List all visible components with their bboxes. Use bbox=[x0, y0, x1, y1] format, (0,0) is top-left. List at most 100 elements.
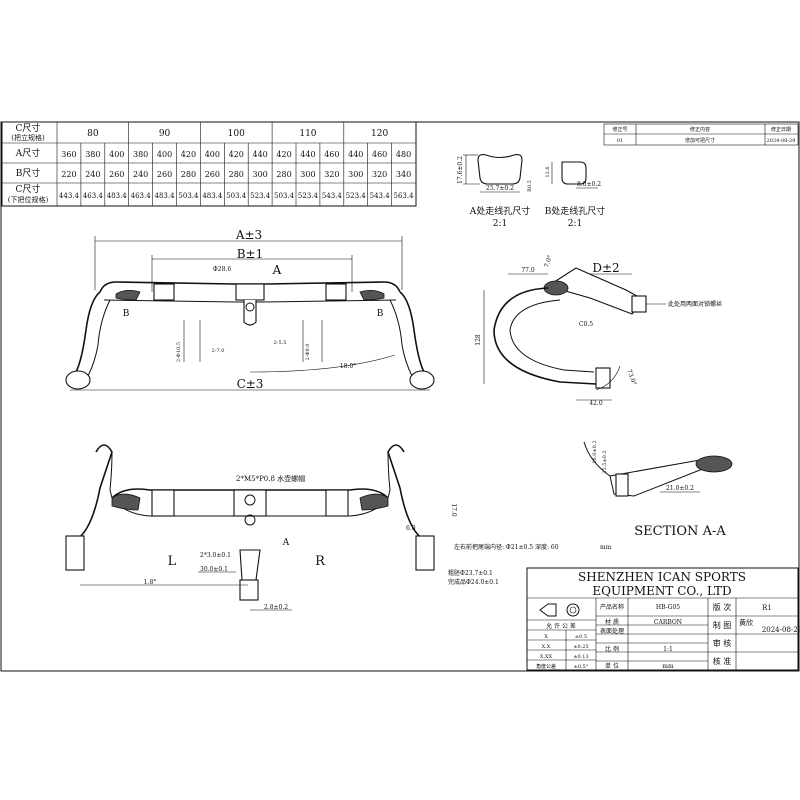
bar-end-left bbox=[65, 370, 91, 390]
label-b-right: B bbox=[377, 309, 384, 319]
c-cell: 503.4 bbox=[274, 192, 295, 200]
section-aa: 16.0±0.2 25.5±0.2 21.0±0.2 SECTION A-A bbox=[583, 440, 733, 539]
b-cell: 300 bbox=[253, 170, 268, 179]
row-label-b: B尺寸 bbox=[16, 167, 41, 179]
side-d: D±2 bbox=[592, 261, 619, 275]
approve-label: 核 准 bbox=[713, 656, 732, 666]
rev-header-date: 修正日期 bbox=[771, 126, 791, 133]
a-cell: 360 bbox=[61, 150, 76, 159]
row-label-c: C尺寸 bbox=[16, 122, 41, 134]
material: CARBON bbox=[654, 619, 682, 626]
surface-label: 表面处理 bbox=[600, 627, 624, 635]
c-cell: 503.4 bbox=[178, 192, 199, 200]
tol-label: X.XX bbox=[540, 654, 553, 660]
unit: mm bbox=[662, 663, 674, 670]
front-label-l: L bbox=[168, 554, 177, 569]
dim-v4: 2-Φ9.0 bbox=[305, 344, 311, 361]
b-cell: 300 bbox=[300, 170, 315, 179]
b-cell: 280 bbox=[229, 170, 244, 179]
projection-circle-icon bbox=[566, 603, 580, 617]
projection-cone-icon bbox=[539, 603, 557, 617]
hole-detail-b: 12.6 8.0±0.2 B处走线孔尺寸 2:1 bbox=[545, 161, 605, 229]
a-cell: 400 bbox=[109, 150, 124, 159]
side-angle3: 73.0° bbox=[625, 369, 637, 387]
side-note: 此处用两面对锁螺丝 bbox=[668, 300, 722, 308]
version-label: 版 次 bbox=[713, 602, 732, 612]
unit-label: 单 位 bbox=[605, 662, 619, 670]
a-cell: 420 bbox=[229, 150, 244, 159]
product-name-label: 产品名称 bbox=[600, 603, 624, 611]
clamp-dia: Φ28.6 bbox=[213, 266, 231, 273]
tol-value: ±0.5° bbox=[574, 664, 589, 670]
c-cell: 463.4 bbox=[131, 192, 152, 200]
hole-b-shape bbox=[561, 161, 587, 185]
b-cell: 240 bbox=[85, 170, 100, 179]
front-d5: 6.0 bbox=[406, 525, 416, 532]
c-cell: 483.4 bbox=[107, 192, 128, 200]
front-d2: 30.0±0.1 bbox=[200, 566, 228, 573]
tol-value: ±0.5 bbox=[575, 634, 587, 640]
c-cell: 483.4 bbox=[202, 192, 223, 200]
hole-a-height: 17.6±0.2 bbox=[457, 156, 464, 184]
b-cell: 320 bbox=[372, 170, 387, 179]
c-cell: 463.4 bbox=[83, 192, 104, 200]
front-note2: 粗胚Φ23.7±0.1 bbox=[448, 569, 493, 577]
a-cell: 380 bbox=[85, 150, 100, 159]
side-42: 42.0 bbox=[589, 400, 603, 407]
size-group-120: 120 bbox=[371, 129, 388, 139]
hole-a-scale: 2:1 bbox=[493, 219, 507, 229]
angle-18: 18.0° bbox=[340, 363, 356, 370]
c-cell: 483.4 bbox=[155, 192, 176, 200]
front-note1-unit: mm bbox=[600, 544, 612, 551]
c-cell: 443.4 bbox=[59, 192, 80, 200]
row-label-c2-note: (下把位规格) bbox=[8, 195, 49, 204]
a-cell: 460 bbox=[372, 150, 387, 159]
dim-b: B±1 bbox=[237, 247, 264, 261]
front-d4: 2.8±0.2 bbox=[264, 604, 288, 611]
side-drop-outer bbox=[493, 287, 597, 385]
rev-content: 增加可把尺寸 bbox=[685, 137, 715, 144]
row-label-c2: C尺寸 bbox=[16, 183, 41, 195]
rev-header-content: 修正内容 bbox=[690, 126, 710, 133]
hole-a-label: A处走线孔尺寸 bbox=[469, 205, 531, 217]
screw-hole-bottom bbox=[244, 514, 256, 526]
b-cell: 280 bbox=[181, 170, 196, 179]
side-h128: 128 bbox=[475, 334, 482, 346]
front-screws: 2*M5*P0.8 水壶螺帽 bbox=[236, 474, 305, 483]
front-d1: 2*3.0±0.1 bbox=[200, 552, 231, 559]
product-name: HB-G05 bbox=[656, 604, 680, 611]
drawn-by: 黄欣 bbox=[739, 618, 753, 627]
section-title: SECTION A-A bbox=[634, 524, 726, 539]
section-d2: 25.5±0.2 bbox=[602, 450, 608, 473]
material-label: 材 质 bbox=[605, 618, 619, 626]
c-cell: 543.4 bbox=[322, 192, 343, 200]
section-d3: 21.0±0.2 bbox=[666, 485, 694, 492]
b-cell: 260 bbox=[109, 170, 124, 179]
dim-v3: 2-5.5 bbox=[274, 340, 287, 346]
a-cell: 480 bbox=[396, 150, 411, 159]
stem-body bbox=[243, 300, 257, 326]
rev-date: 2024-08-29 bbox=[767, 138, 796, 144]
front-note3: 完成品Φ24.0±0.1 bbox=[448, 578, 499, 586]
size-group-80: 80 bbox=[87, 129, 99, 139]
c-cell: 523.4 bbox=[346, 192, 367, 200]
front-label-r: R bbox=[315, 554, 326, 569]
b-cell: 300 bbox=[348, 170, 363, 179]
size-group-110: 110 bbox=[299, 129, 316, 139]
c-cell: 563.4 bbox=[394, 192, 415, 200]
company-line-2: EQUIPMENT CO., LTD bbox=[592, 584, 731, 598]
side-angle2: 77.0 bbox=[521, 267, 535, 274]
hole-detail-a: 17.6±0.2 25.7±0.2 R0.5 A处走线孔尺寸 2:1 bbox=[457, 154, 533, 229]
size-group-100: 100 bbox=[228, 129, 245, 139]
a-cell: 400 bbox=[205, 150, 220, 159]
version: R1 bbox=[762, 604, 772, 612]
row-label-c-note: (把立规格) bbox=[11, 133, 45, 142]
tol-value: ±0.25 bbox=[573, 644, 588, 650]
tol-label: X bbox=[544, 634, 548, 640]
draw-date: 2024-08-29 bbox=[762, 626, 800, 634]
dim-v1: 2-Φ10.5 bbox=[176, 342, 182, 362]
hole-b-scale: 2:1 bbox=[568, 219, 582, 229]
a-cell: 380 bbox=[133, 150, 148, 159]
hole-b-height: 12.6 bbox=[545, 166, 551, 177]
